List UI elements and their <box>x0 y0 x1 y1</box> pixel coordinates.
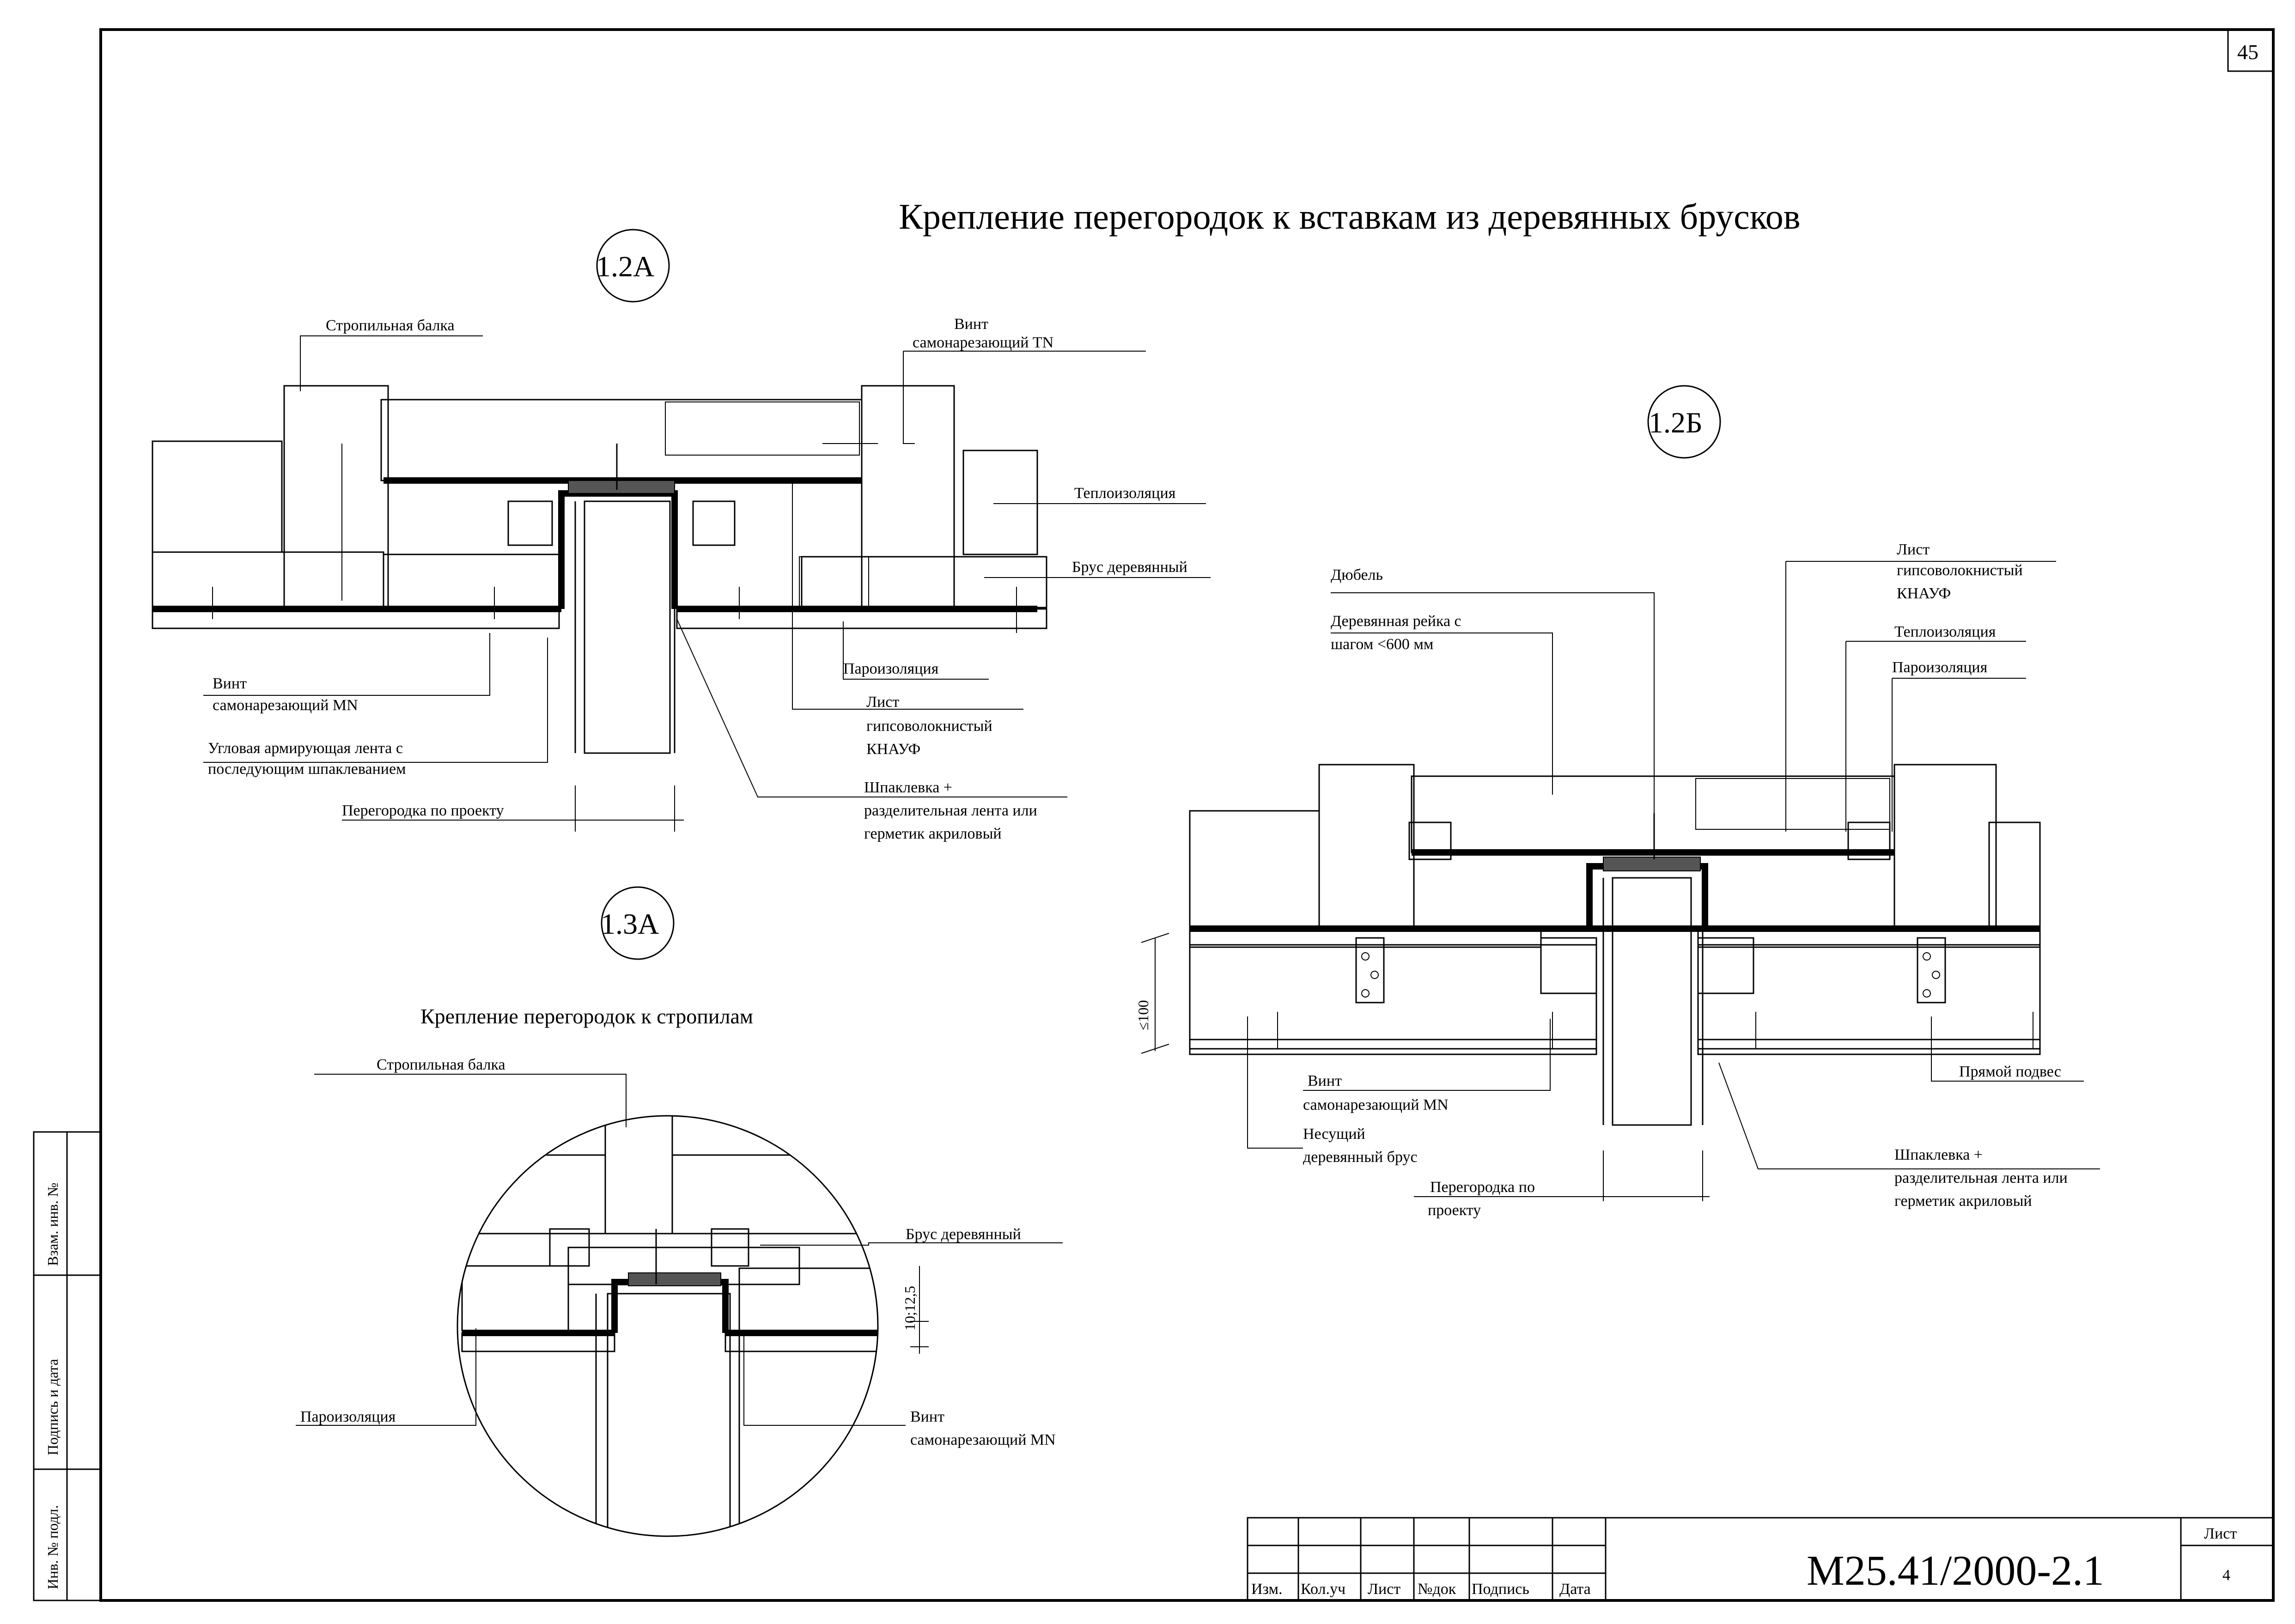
mark-1-2b-label: 1.2Б <box>1649 406 1703 439</box>
mark-1-2a-label: 1.2А <box>596 250 654 283</box>
label-putty-3: герметик акриловый <box>1894 1192 2032 1210</box>
side-stamp <box>33 1131 102 1601</box>
label-screw-mn-2: самонарезающий MN <box>213 697 358 714</box>
label-tape-2: последующим шпаклеванием <box>208 760 406 778</box>
page-number: 45 <box>2237 40 2258 64</box>
label-partition: Перегородка по проекту <box>342 802 504 819</box>
label-putty-1: Шпаклевка + <box>1894 1146 1983 1163</box>
label-wood-bar: Брус деревянный <box>906 1226 1021 1243</box>
label-rafter: Стропильная балка <box>377 1056 505 1073</box>
label-beam-1: Несущий <box>1303 1125 1365 1143</box>
mark-1-3a-label: 1.3А <box>601 907 659 940</box>
dim-13a: 10;12,5 <box>901 1286 918 1331</box>
title-sheet-label: Лист <box>2204 1525 2237 1542</box>
detail-1-3a <box>457 1115 929 1537</box>
dim-12b: ≤100 <box>1135 1000 1151 1030</box>
title-code: М25.41/2000-2.1 <box>1807 1547 2104 1594</box>
label-tape-1: Угловая армирующая лента с <box>208 740 403 757</box>
col-ndok: №док <box>1418 1581 1456 1598</box>
label-screw-2: самонарезающий MN <box>1303 1096 1449 1113</box>
col-izm: Изм. <box>1251 1581 1283 1598</box>
label-sheet-1: Лист <box>1897 541 1930 558</box>
section-mark-1-2b: 1.2Б <box>1647 385 1721 459</box>
label-vapor: Пароизоляция <box>843 660 939 677</box>
label-beam-2: деревянный брус <box>1303 1149 1418 1166</box>
section-mark-1-2a: 1.2А <box>596 229 670 303</box>
sheet-frame <box>99 28 2275 1602</box>
label-sheet-1: Лист <box>866 693 899 711</box>
leaders-1-2a <box>203 335 1211 832</box>
label-screw-tn-1: Винт <box>954 316 988 333</box>
subtitle-1-3a: Крепление перегородок к стропилам <box>420 1004 753 1028</box>
col-list: Лист <box>1368 1581 1400 1598</box>
leaders-1-3a <box>296 1074 1063 1426</box>
label-putty-1: Шпаклевка + <box>864 779 952 796</box>
label-sheet-2: гипсоволокнистый <box>866 718 992 735</box>
label-screw-2: самонарезающий MN <box>910 1431 1056 1448</box>
label-sheet-3: КНАУФ <box>1897 585 1951 602</box>
sheet-title: Крепление перегородок к вставкам из дере… <box>899 196 1801 237</box>
label-sheet-3: КНАУФ <box>866 741 920 758</box>
label-hanger: Прямой подвес <box>1959 1063 2061 1080</box>
label-insulation: Теплоизоляция <box>1074 485 1176 502</box>
label-rail-2: шагом <600 мм <box>1331 636 1433 653</box>
labels-1-3a: Стропильная балка Брус деревянный Пароиз… <box>300 1056 1056 1448</box>
label-screw-tn-2: самонарезающий TN <box>913 334 1053 351</box>
detail-1-2a <box>152 385 1047 754</box>
label-dowel: Дюбель <box>1331 566 1383 584</box>
labels-1-2b: Дюбель Деревянная рейка с шагом <600 мм … <box>1303 541 2068 1219</box>
labels-1-2a: Стропильная балка Винт самонарезающий TN… <box>208 316 1187 842</box>
label-putty-2: разделительная лента или <box>864 802 1037 819</box>
label-screw-1: Винт <box>910 1408 944 1425</box>
title-sheet-value: 4 <box>2222 1567 2230 1584</box>
section-mark-1-3a: 1.3А <box>601 886 675 960</box>
col-data: Дата <box>1559 1581 1591 1598</box>
detail-1-2b <box>1141 764 2041 1126</box>
label-putty-3: герметик акриловый <box>864 825 1002 842</box>
col-kol: Кол.уч <box>1301 1581 1345 1598</box>
label-partition-1: Перегородка по <box>1430 1179 1535 1196</box>
title-block <box>1247 1517 2274 1601</box>
label-sheet-2: гипсоволокнистый <box>1897 562 2023 579</box>
stamp-field-2: Подпись и дата <box>44 1359 61 1455</box>
label-screw-1: Винт <box>1308 1072 1342 1089</box>
stamp-field-1: Взам. инв. № <box>44 1183 61 1266</box>
label-partition-2: проекту <box>1428 1202 1481 1219</box>
label-rail-1: Деревянная рейка с <box>1331 613 1461 630</box>
label-vapor: Пароизоляция <box>300 1408 396 1425</box>
leaders-1-2b <box>1247 561 2100 1201</box>
col-podpis: Подпись <box>1472 1581 1529 1598</box>
stamp-field-3: Инв. № подл. <box>44 1505 61 1589</box>
label-putty-2: разделительная лента или <box>1894 1169 2068 1186</box>
label-screw-mn-1: Винт <box>213 675 247 692</box>
label-vapor: Пароизоляция <box>1892 659 1988 676</box>
label-wood-bar: Брус деревянный <box>1072 559 1187 576</box>
label-rafter: Стропильная балка <box>326 317 455 334</box>
label-insulation: Теплоизоляция <box>1894 623 1996 640</box>
